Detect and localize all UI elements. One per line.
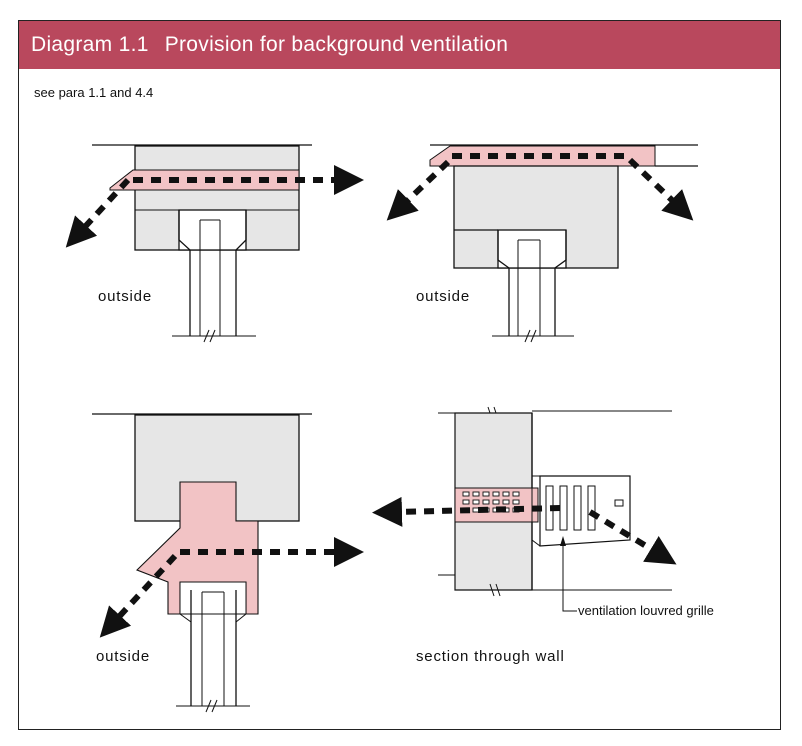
panel-1-head-trickle-vent	[65, 144, 364, 343]
airflow-arrow-in	[386, 159, 451, 221]
panel-3-label: outside	[96, 648, 150, 665]
panel-4-label: section through wall	[416, 648, 565, 665]
diagram-frame: Diagram 1.1 Provision for background vent…	[18, 20, 781, 730]
panel-2-frame-trickle-vent	[386, 144, 698, 343]
diagram-number: Diagram 1.1	[31, 33, 149, 56]
airflow-arrow-in	[99, 553, 178, 638]
airflow-arrow-out	[588, 509, 677, 565]
airflow-arrow-in	[65, 177, 131, 248]
panel-4-wall-section	[372, 406, 677, 612]
louvred-grille	[539, 475, 631, 547]
panel-2-label: outside	[416, 288, 470, 305]
diagram-header: Diagram 1.1 Provision for background vent…	[19, 21, 780, 69]
reference-note: see para 1.1 and 4.4	[34, 85, 154, 100]
panel-3-frame-vent	[92, 413, 364, 713]
airflow-arrow-in	[372, 496, 561, 527]
grille-callout-label: ventilation louvred grille	[578, 603, 714, 618]
panel-1-label: outside	[98, 288, 152, 305]
callout-leader	[562, 540, 577, 612]
diagram-title: Provision for background ventilation	[164, 33, 509, 56]
